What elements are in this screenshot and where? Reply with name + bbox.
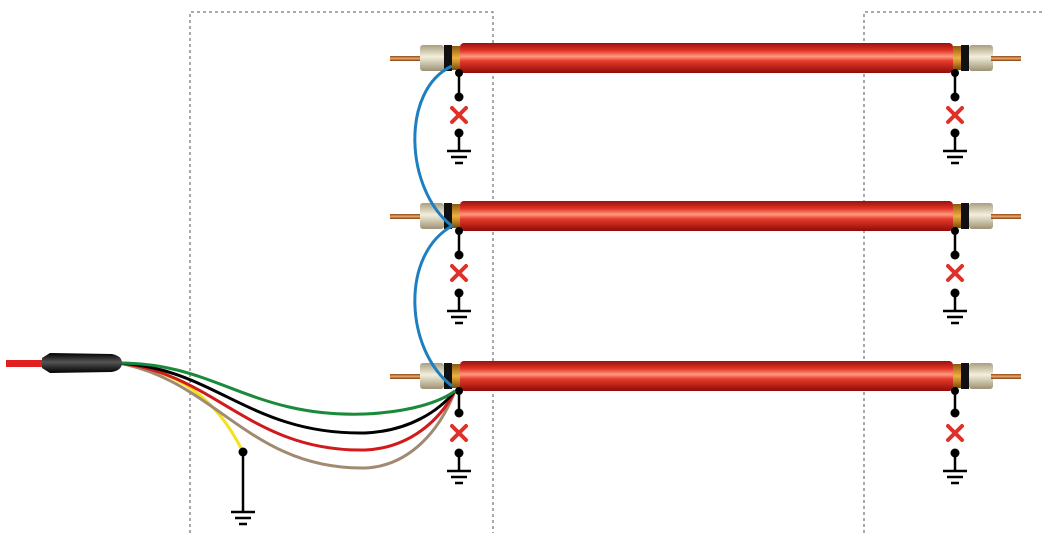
open-link-x-icon <box>946 424 964 442</box>
cable-1-right-conductor <box>991 56 1021 61</box>
lead-green <box>117 361 456 416</box>
earth-link-cable-1-left <box>447 69 471 165</box>
earth-link-cable-2-right <box>943 227 967 325</box>
cable-1 <box>390 43 1021 73</box>
cable-3-right-conductor <box>991 374 1021 379</box>
earth-link-cable-1-right <box>943 69 967 165</box>
jumper-wire-1-2 <box>413 64 453 228</box>
open-link-x-icon <box>450 264 468 282</box>
test-probe <box>6 353 122 373</box>
cable-3-sheath <box>460 361 953 391</box>
earth-ground-icon <box>447 149 471 165</box>
cable-2-sheath <box>460 201 953 231</box>
earth-link-cable-3-left <box>447 387 471 485</box>
earth-ground-icon <box>943 149 967 165</box>
cable-1-right-termination <box>969 45 993 71</box>
probe-body <box>42 353 122 373</box>
lead-red <box>117 361 457 452</box>
cable-2-left-termination <box>420 203 444 229</box>
earth-ground-icon <box>943 309 967 325</box>
open-link-x-icon <box>946 264 964 282</box>
earth-link-cable-2-left <box>447 227 471 325</box>
cable-1-left-termination <box>420 45 444 71</box>
cable-1-sheath <box>460 43 953 73</box>
earth-ground-icon <box>943 469 967 485</box>
earth-link-cable-3-right <box>943 387 967 485</box>
open-link-x-icon <box>450 424 468 442</box>
cable-1-left-conductor <box>390 56 422 61</box>
left-enclosure-outline <box>189 11 494 533</box>
open-link-x-icon <box>450 106 468 124</box>
lead-brown <box>117 361 457 470</box>
earth-ground-icon <box>447 469 471 485</box>
earth-ground-icon <box>231 510 255 526</box>
probe-red-cable <box>6 360 46 367</box>
jumper-wire-2-3 <box>413 224 453 388</box>
cable-3 <box>390 361 1021 391</box>
earth-ground-icon <box>447 309 471 325</box>
lead-black <box>117 361 457 435</box>
cable-2-right-termination <box>969 203 993 229</box>
cable-3-right-termination <box>969 363 993 389</box>
cable-2-left-conductor <box>390 214 422 219</box>
cable-2 <box>390 201 1021 231</box>
cable-2-right-conductor <box>991 214 1021 219</box>
yellow-lead-earth <box>231 447 255 526</box>
cable-3-left-termination <box>420 363 444 389</box>
cable-3-left-conductor <box>390 374 422 379</box>
open-link-x-icon <box>946 106 964 124</box>
